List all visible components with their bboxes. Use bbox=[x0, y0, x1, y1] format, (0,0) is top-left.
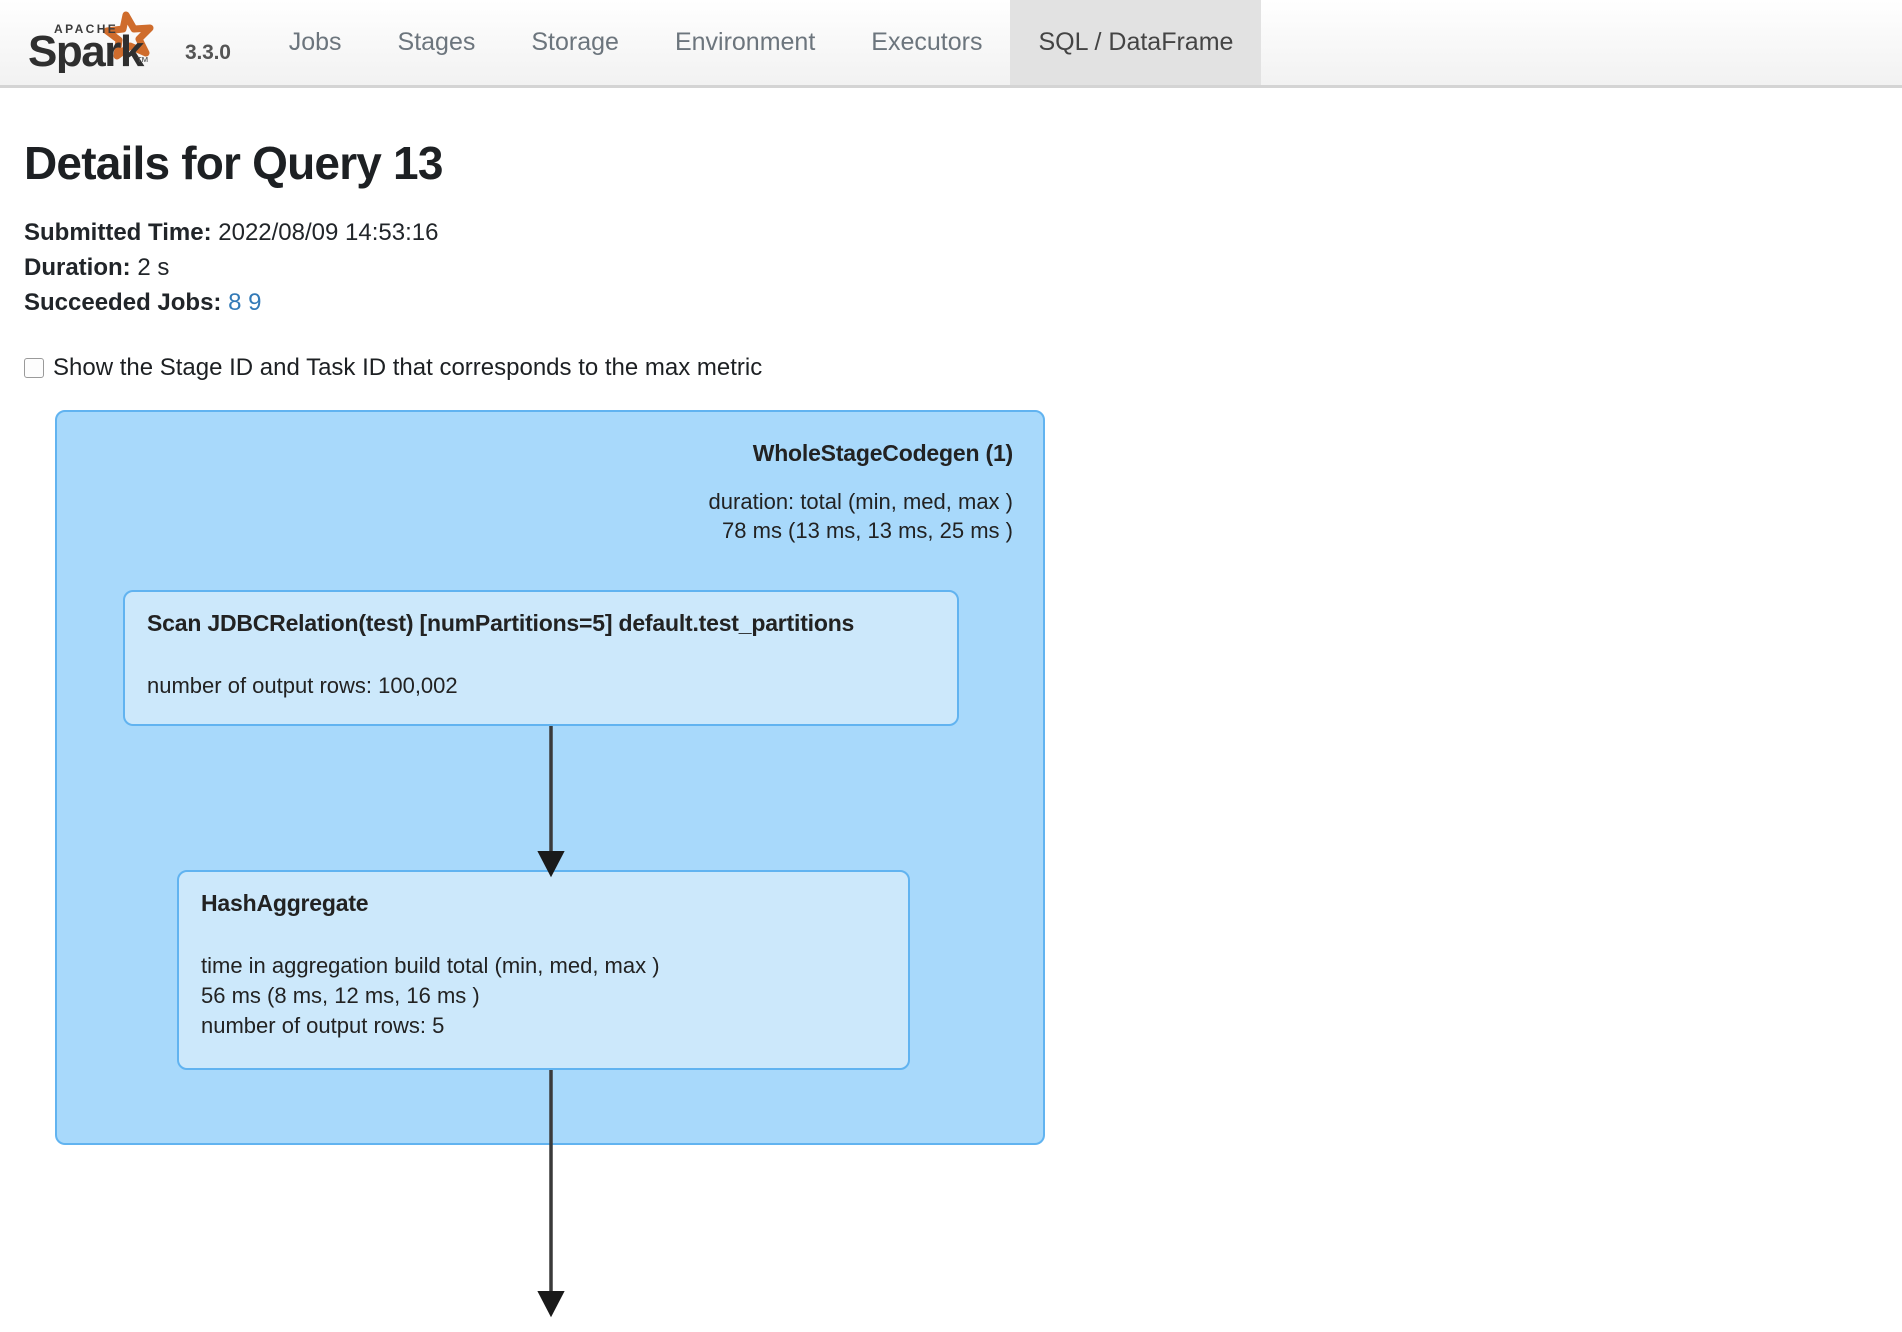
submitted-time-label: Submitted Time: bbox=[24, 219, 212, 246]
succeeded-jobs-label: Succeeded Jobs: bbox=[24, 288, 222, 316]
page-content: Details for Query 13 Submitted Time: 202… bbox=[0, 136, 1902, 1318]
top-navbar: APACHE Spark ™ 3.3.0 Jobs Stages Storage… bbox=[0, 0, 1902, 88]
plan-node-hashaggregate[interactable]: HashAggregate time in aggregation build … bbox=[177, 870, 910, 1071]
apache-spark-logo-icon[interactable]: APACHE Spark ™ bbox=[22, 11, 177, 73]
show-stage-task-checkbox[interactable] bbox=[24, 358, 44, 379]
svg-text:APACHE: APACHE bbox=[54, 22, 118, 36]
nav-tab-stages[interactable]: Stages bbox=[397, 28, 476, 56]
plan-node-scan-jdbcrelation[interactable]: Scan JDBCRelation(test) [numPartitions=5… bbox=[123, 590, 959, 727]
plan-node-title: Scan JDBCRelation(test) [numPartitions=5… bbox=[147, 610, 855, 637]
nav-tab-environment[interactable]: Environment bbox=[674, 28, 816, 56]
submitted-time-row: Submitted Time: 2022/08/09 14:53:16 bbox=[24, 216, 1878, 251]
plan-node-title: HashAggregate bbox=[201, 890, 369, 917]
cluster-title: WholeStageCodegen (1) bbox=[752, 440, 1014, 467]
query-metadata: Submitted Time: 2022/08/09 14:53:16 Dura… bbox=[24, 216, 1878, 320]
duration-label: Duration: bbox=[24, 253, 131, 281]
plan-node-metrics: number of output rows: 100,002 bbox=[147, 673, 458, 699]
duration-value: 2 s bbox=[137, 253, 170, 281]
spark-logo-svg: APACHE Spark ™ bbox=[28, 11, 154, 73]
succeeded-jobs-row: Succeeded Jobs: 8 9 bbox=[24, 286, 1878, 321]
show-stage-task-label[interactable]: Show the Stage ID and Task ID that corre… bbox=[53, 354, 763, 382]
svg-text:Spark: Spark bbox=[28, 27, 145, 73]
nav-tab-jobs[interactable]: Jobs bbox=[288, 28, 342, 56]
nav-tab-executors[interactable]: Executors bbox=[871, 28, 983, 56]
succeeded-job-link-9[interactable]: 9 bbox=[248, 288, 262, 316]
submitted-time-value: 2022/08/09 14:53:16 bbox=[218, 219, 439, 246]
cluster-metrics: duration: total (min, med, max ) 78 ms (… bbox=[708, 489, 1013, 544]
show-stage-task-row: Show the Stage ID and Task ID that corre… bbox=[24, 354, 1878, 382]
nav-tab-storage[interactable]: Storage bbox=[531, 28, 619, 56]
plan-node-metrics: time in aggregation build total (min, me… bbox=[201, 953, 660, 1039]
sql-plan-graph: WholeStageCodegen (1) duration: total (m… bbox=[24, 410, 1878, 1318]
main-nav-tabs: Jobs Stages Storage Environment Executor… bbox=[261, 0, 1262, 85]
spark-version-label: 3.3.0 bbox=[185, 41, 231, 64]
duration-row: Duration: 2 s bbox=[24, 251, 1878, 286]
succeeded-job-link-8[interactable]: 8 bbox=[228, 288, 242, 316]
nav-tab-sql-dataframe[interactable]: SQL / DataFrame bbox=[1010, 0, 1262, 85]
svg-text:™: ™ bbox=[136, 54, 149, 69]
page-title: Details for Query 13 bbox=[24, 137, 443, 189]
brand-area[interactable]: APACHE Spark ™ 3.3.0 bbox=[0, 0, 231, 85]
